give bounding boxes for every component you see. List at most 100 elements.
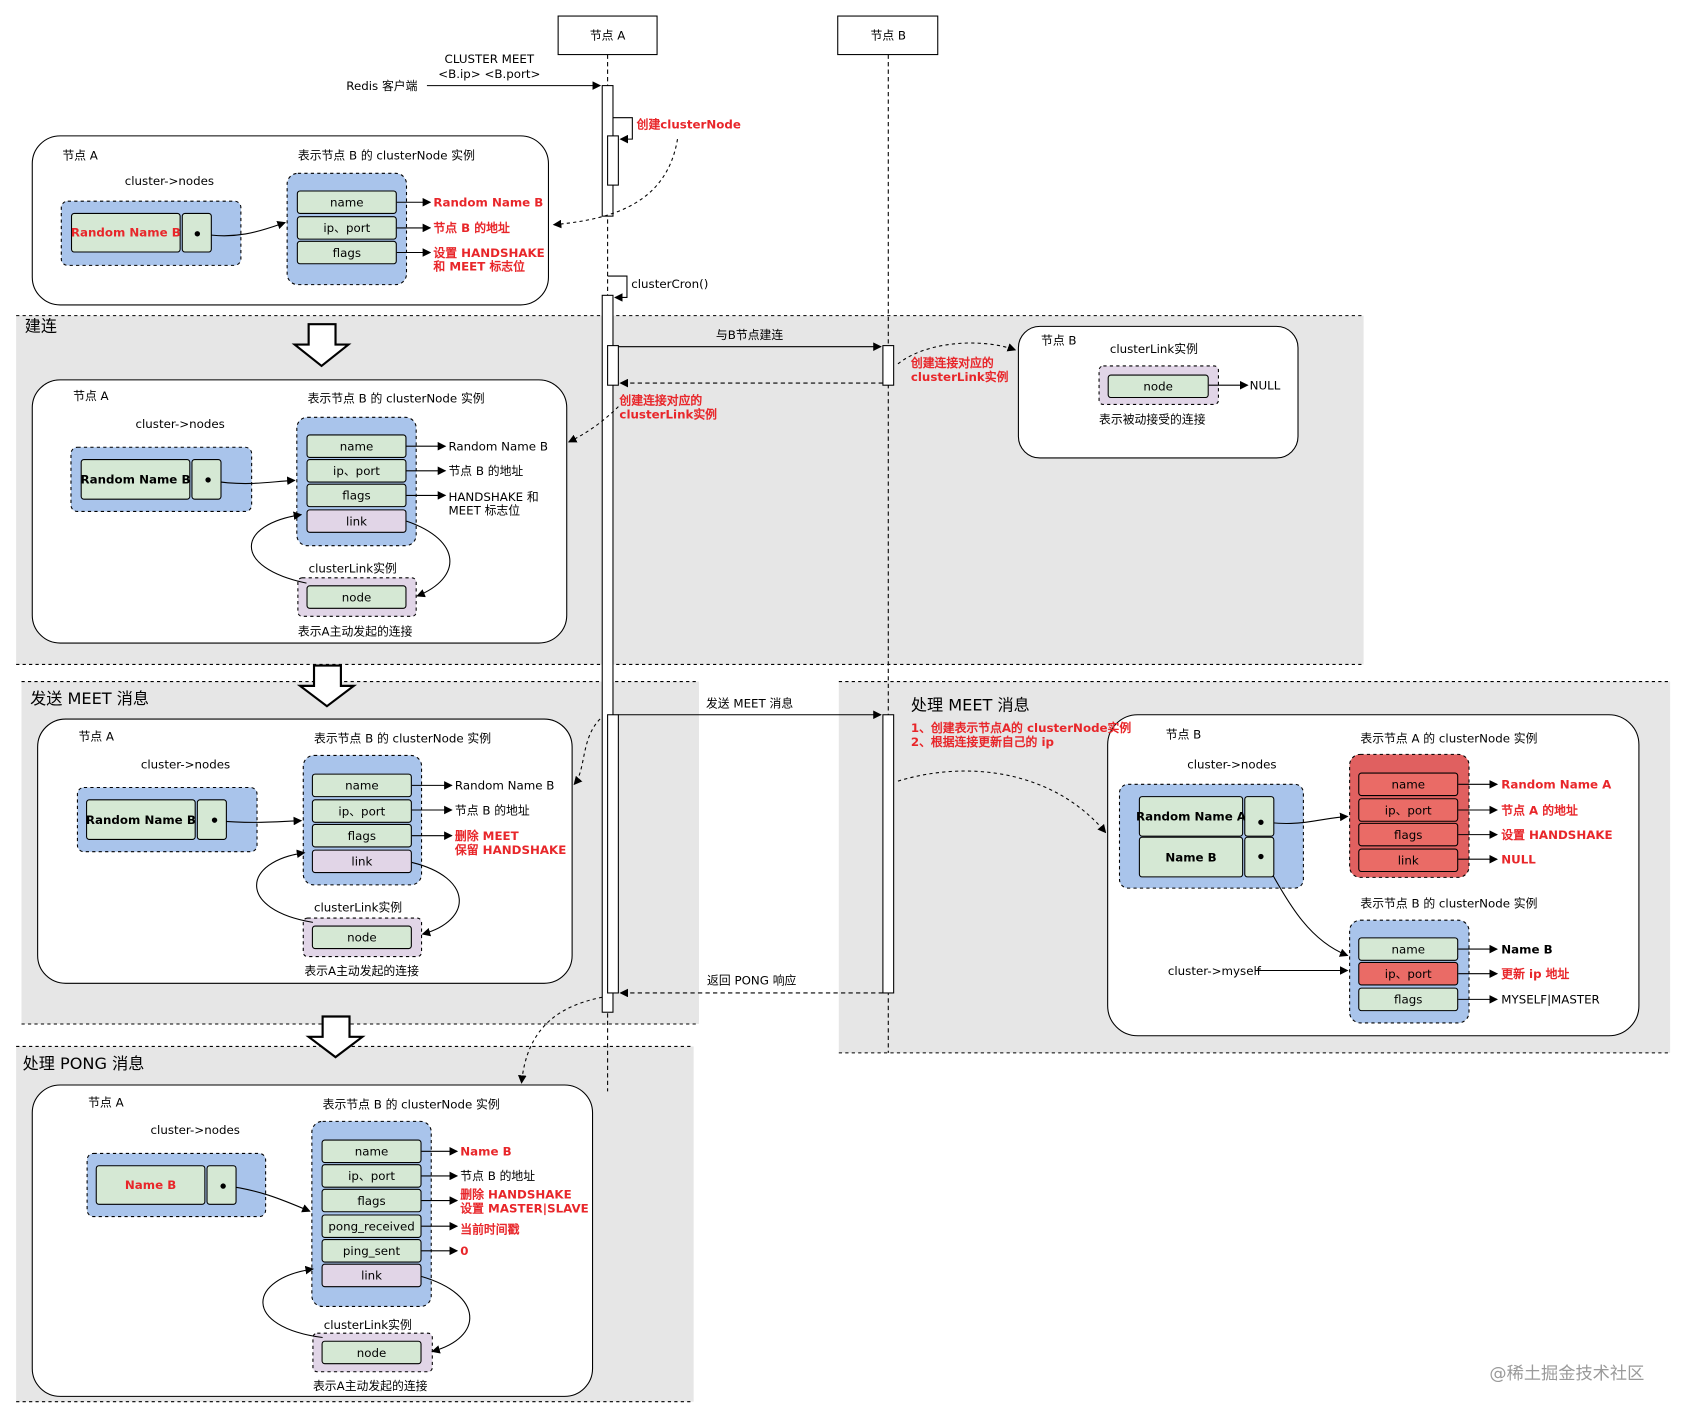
- panel1-instance-title: 表示节点 B 的 clusterNode 实例: [297, 148, 475, 163]
- panel3-field-link[interactable]: link: [311, 849, 412, 874]
- process-meet-a-title: 表示节点 A 的 clusterNode 实例: [1360, 731, 1538, 746]
- panel2-caption: 表示A主动发起的连接: [297, 624, 413, 639]
- panel2-entry[interactable]: Random Name B: [81, 459, 190, 500]
- panel3-pointer-dot: [211, 817, 218, 823]
- panel1-node-label: 节点 A: [62, 148, 98, 163]
- nodeb-link-title: clusterLink实例: [1109, 342, 1198, 357]
- messages: [426, 81, 1107, 1084]
- process-meet-entry-b[interactable]: Name B: [1138, 836, 1244, 878]
- panel2-field-flags[interactable]: flags: [306, 483, 407, 508]
- panel3-caption: 表示A主动发起的连接: [304, 964, 419, 978]
- panel2-ann-flags-1: HANDSHAKE 和: [448, 490, 539, 504]
- lifeline-a-label[interactable]: 节点 A: [589, 28, 626, 43]
- panel2-field-ip-port[interactable]: ip、port: [306, 459, 407, 483]
- cluster-meet-args: <B.ip> <B.port>: [438, 67, 541, 82]
- step-arrows: [291, 323, 366, 1059]
- pong-field-ping-sent[interactable]: ping_sent: [321, 1239, 422, 1263]
- pong-ann-name: Name B: [460, 1144, 512, 1159]
- panel3-node-label: 节点 A: [78, 729, 115, 744]
- panel3-field-flags[interactable]: flags: [311, 823, 412, 848]
- panel2-field-name[interactable]: name: [306, 434, 407, 458]
- process-meet-myself-label: cluster->myself: [1167, 964, 1261, 978]
- pong-field-name[interactable]: name: [321, 1139, 422, 1164]
- section-connect-title: 建连: [24, 316, 58, 336]
- msg-pong-label: 返回 PONG 响应: [707, 973, 797, 988]
- panel1-field-flags[interactable]: flags: [296, 240, 397, 265]
- panel2-field-link[interactable]: link: [306, 509, 407, 533]
- pong-caption: 表示A主动发起的连接: [312, 1379, 428, 1394]
- process-meet-b-field-ip-port[interactable]: ip、port: [1358, 961, 1459, 986]
- panel3-field-name[interactable]: name: [311, 773, 412, 798]
- msg-meet-label: 发送 MEET 消息: [705, 696, 794, 711]
- process-meet-entry-a[interactable]: Random Name A: [1136, 796, 1246, 837]
- panel1-field-ip-port[interactable]: ip、port: [296, 216, 397, 240]
- process-meet-entry-a-pointer[interactable]: [1244, 796, 1275, 837]
- process-meet-a-field-flags[interactable]: flags: [1358, 822, 1459, 847]
- pong-entry[interactable]: Name B: [95, 1165, 206, 1205]
- panel3-field-ip-port[interactable]: ip、port: [311, 799, 412, 823]
- nodeb-null: NULL: [1249, 378, 1281, 393]
- lifelines: [557, 15, 939, 1092]
- panel1-ann-flags-2: 和 MEET 标志位: [433, 260, 525, 274]
- process-meet-pointer-b-dot: [1258, 853, 1264, 860]
- panel3-nodes-label: cluster->nodes: [140, 757, 231, 772]
- section-process-meet-title: 处理 MEET 消息: [910, 695, 1030, 715]
- redis-client-label: Redis 客户端: [346, 79, 418, 94]
- process-meet-b-field-name[interactable]: name: [1358, 937, 1459, 961]
- panel2-instance-title: 表示节点 B 的 clusterNode 实例: [307, 391, 485, 406]
- process-meet-nodes-label: cluster->nodes: [1187, 757, 1277, 772]
- nodeb-link-node-field[interactable]: node: [1107, 374, 1209, 399]
- panel1-ann-ip: 节点 B 的地址: [433, 221, 510, 236]
- process-meet-a-field-link[interactable]: link: [1358, 848, 1459, 873]
- pong-ann-flags-2: 设置 MASTER|SLAVE: [460, 1201, 589, 1216]
- panel2-ann-flags-2: MEET 标志位: [448, 503, 521, 518]
- pong-field-flags[interactable]: flags: [321, 1188, 422, 1213]
- pong-ann-ping-sent: 0: [460, 1244, 469, 1259]
- panel3-instance-title: 表示节点 B 的 clusterNode 实例: [314, 731, 492, 746]
- pong-nodes-label: cluster->nodes: [150, 1123, 240, 1138]
- process-meet-b-ann-flags: MYSELF|MASTER: [1501, 992, 1600, 1007]
- cluster-meet-command: CLUSTER MEET: [444, 52, 535, 67]
- panel2-link-node-field[interactable]: node: [306, 585, 407, 609]
- panel3-link-title: clusterLink实例: [314, 900, 403, 915]
- pong-field-link[interactable]: link: [321, 1263, 422, 1288]
- pong-field-pong-received[interactable]: pong_received: [321, 1214, 422, 1238]
- pong-ann-ip: 节点 B 的地址: [460, 1169, 536, 1184]
- panel3-ann-name: Random Name B: [454, 778, 555, 793]
- process-meet-pointer-a-dot: [1258, 819, 1264, 825]
- create-clusternode-label: 创建clusterNode: [636, 117, 741, 132]
- panel3-ann-flags-1: 删除 MEET: [454, 829, 519, 844]
- section-meet-title: 发送 MEET 消息: [30, 689, 150, 709]
- process-meet-a-ann-flags: 设置 HANDSHAKE: [1501, 828, 1613, 843]
- panel2-node-label: 节点 A: [73, 389, 109, 404]
- panel1-nodes-label: cluster->nodes: [124, 174, 215, 189]
- panel3-link-node-field[interactable]: node: [311, 925, 412, 950]
- pong-node-label: 节点 A: [88, 1095, 124, 1110]
- pong-field-ip-port[interactable]: ip、port: [321, 1164, 422, 1188]
- pong-link-title: clusterLink实例: [323, 1318, 412, 1333]
- process-meet-step2: 2、根据连接更新自己的 ip: [910, 735, 1055, 750]
- panel2-entry-pointer[interactable]: [191, 459, 222, 500]
- panel2-pointer-dot: [205, 477, 211, 483]
- panel1-field-name[interactable]: name: [296, 190, 397, 215]
- watermark: @稀土掘金技术社区: [1489, 1363, 1645, 1384]
- panel3-entry-pointer[interactable]: [196, 799, 227, 840]
- process-meet-a-ann-name: Random Name A: [1501, 777, 1612, 792]
- process-meet-node-label: 节点 B: [1165, 727, 1202, 742]
- panel1-entry[interactable]: Random Name B: [71, 212, 181, 253]
- a-create-link-2: clusterLink实例: [619, 407, 718, 422]
- panel2-ann-ip: 节点 B 的地址: [448, 464, 524, 479]
- panel1-entry-pointer[interactable]: [181, 212, 212, 253]
- process-meet-b-field-flags[interactable]: flags: [1358, 987, 1459, 1012]
- a-create-link-1: 创建连接对应的: [619, 393, 703, 408]
- nodeb-caption: 表示被动接受的连接: [1099, 413, 1206, 427]
- process-meet-a-field-ip-port[interactable]: ip、port: [1358, 798, 1459, 822]
- panel3-entry[interactable]: Random Name B: [86, 799, 196, 840]
- process-meet-a-field-name[interactable]: name: [1358, 772, 1459, 797]
- lifeline-b-label[interactable]: 节点 B: [870, 28, 907, 43]
- pong-instance-title: 表示节点 B 的 clusterNode 实例: [322, 1097, 500, 1112]
- pong-link-node-field[interactable]: node: [321, 1340, 422, 1365]
- process-meet-b-ann-name: Name B: [1501, 942, 1553, 957]
- cluster-cron-label: clusterCron(): [631, 277, 709, 292]
